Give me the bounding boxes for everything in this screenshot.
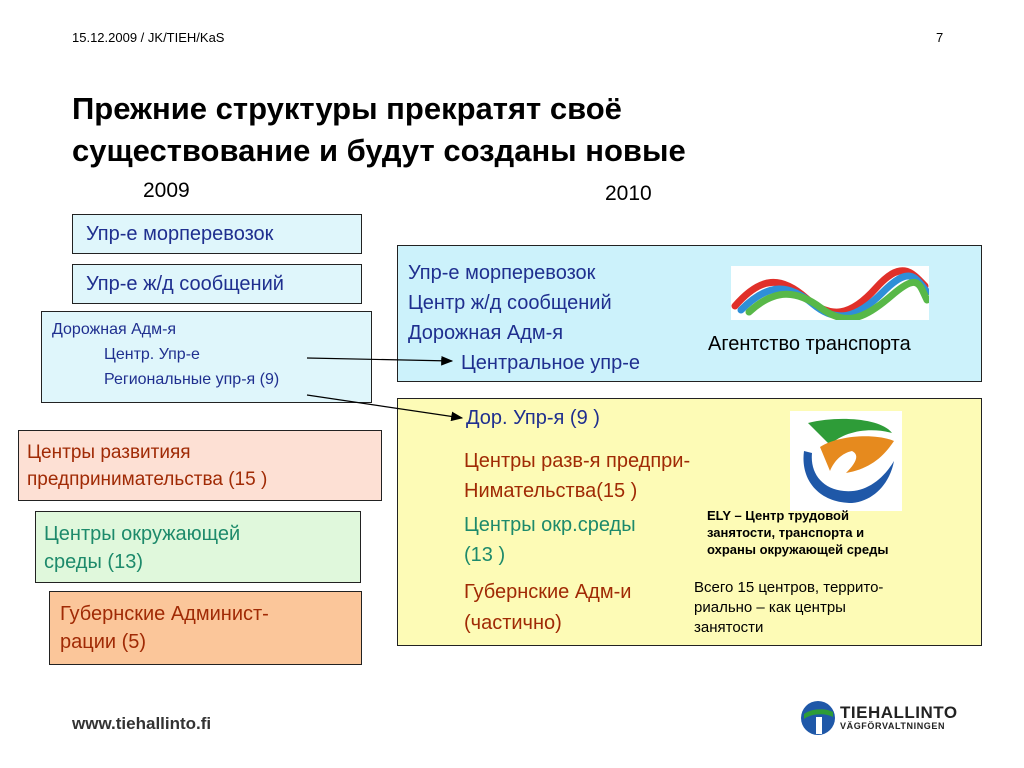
ely-provincial-text: Губернские Адм-и (частично) <box>464 577 631 639</box>
ely-road-label: Дор. Упр-я (9 ) <box>466 407 600 429</box>
year-2010: 2010 <box>605 182 652 205</box>
transport-agency-wave-logo <box>731 266 931 322</box>
ely-enterprise-text: Центры разв-я предпри- Нимательства(15 ) <box>464 446 690 506</box>
ely-enterprise-line-2: Нимательства(15 ) <box>464 480 638 502</box>
year-2009: 2009 <box>143 179 190 202</box>
environment-label-1: Центры окружающей <box>44 523 241 545</box>
environment-label-2: среды (13) <box>44 551 143 573</box>
arrow-central-to-agency <box>306 355 454 366</box>
agency-name: Агентство транспорта <box>708 333 911 355</box>
ely-total-text: Всего 15 центров, террито- риально – как… <box>694 578 883 638</box>
enterprise-label-2: предпринимательства (15 ) <box>27 469 268 490</box>
sea-transport-label: Упр-е морперевозок <box>86 223 274 245</box>
ely-enterprise-line-1: Центры разв-я предпри- <box>464 450 691 472</box>
header-info: 15.12.2009 / JK/TIEH/KaS <box>72 30 225 45</box>
rail-box: Упр-е ж/д сообщений <box>72 264 362 304</box>
enterprise-label-1: Центры развитияя <box>27 442 191 463</box>
agency-list: Упр-е морперевозок Центр ж/д сообщений Д… <box>408 258 640 378</box>
provincial-label-1: Губернские Админист- <box>60 603 269 625</box>
provincial-label-2: рации (5) <box>60 631 147 653</box>
ely-desc-line-3: охраны окружающей среды <box>707 542 889 557</box>
enterprise-centers-box: Центры развитияя предпринимательства (15… <box>18 430 382 501</box>
ely-total-line-3: занятости <box>694 619 764 636</box>
ely-desc-line-2: занятости, транспорта и <box>707 525 865 540</box>
road-regional-label: Региональные упр-я (9) <box>104 371 280 388</box>
tiehallinto-logo-icon <box>800 700 836 736</box>
page-number: 7 <box>936 30 944 45</box>
road-central-label: Центр. Упр-е <box>104 346 200 363</box>
arrow-regional-to-ely <box>306 394 464 422</box>
ely-logo <box>790 411 902 511</box>
agency-rail-label: Центр ж/д сообщений <box>408 292 612 314</box>
ely-total-line-1: Всего 15 центров, террито- <box>694 579 884 596</box>
ely-description: ELY – Центр трудовой занятости, транспор… <box>707 507 888 558</box>
title-line-1: Прежние структуры прекратят своё <box>72 91 622 126</box>
provincial-admin-box: Губернские Админист- рации (5) <box>49 591 362 665</box>
ely-environment-text: Центры окр.среды (13 ) <box>464 510 636 570</box>
ely-total-line-2: риально – как центры <box>694 599 846 616</box>
ely-desc-line-1: ELY – Центр трудовой <box>707 508 849 523</box>
agency-central-label: Центральное упр-е <box>461 352 641 374</box>
ely-centers-box: Дор. Упр-я (9 ) Центры разв-я предпри- Н… <box>397 398 982 646</box>
footer-logo-name: TIEHALLINTO <box>840 703 958 722</box>
ely-provincial-line-2: (частично) <box>464 612 562 634</box>
agency-sea-label: Упр-е морперевозок <box>408 262 596 284</box>
ely-environment-line-2: (13 ) <box>464 544 506 566</box>
road-admin-box: Дорожная Адм-я Центр. Упр-е Региональные… <box>41 311 372 403</box>
ely-environment-line-1: Центры окр.среды <box>464 514 636 536</box>
road-admin-label: Дорожная Адм-я <box>52 321 177 338</box>
title-line-2: существование и будут созданы новые <box>72 133 686 168</box>
sea-transport-box: Упр-е морперевозок <box>72 214 362 254</box>
footer-url[interactable]: www.tiehallinto.fi <box>72 714 212 733</box>
agency-road-label: Дорожная Адм-я <box>408 322 564 344</box>
page-title: Прежние структуры прекратят своё существ… <box>72 88 892 172</box>
environment-centers-box: Центры окружающей среды (13) <box>35 511 361 583</box>
transport-agency-box: Упр-е морперевозок Центр ж/д сообщений Д… <box>397 245 982 382</box>
footer-logo-subtitle: VÄGFÖRVALTNINGEN <box>840 721 946 731</box>
ely-provincial-line-1: Губернские Адм-и <box>464 581 632 603</box>
rail-label: Упр-е ж/д сообщений <box>86 273 284 295</box>
